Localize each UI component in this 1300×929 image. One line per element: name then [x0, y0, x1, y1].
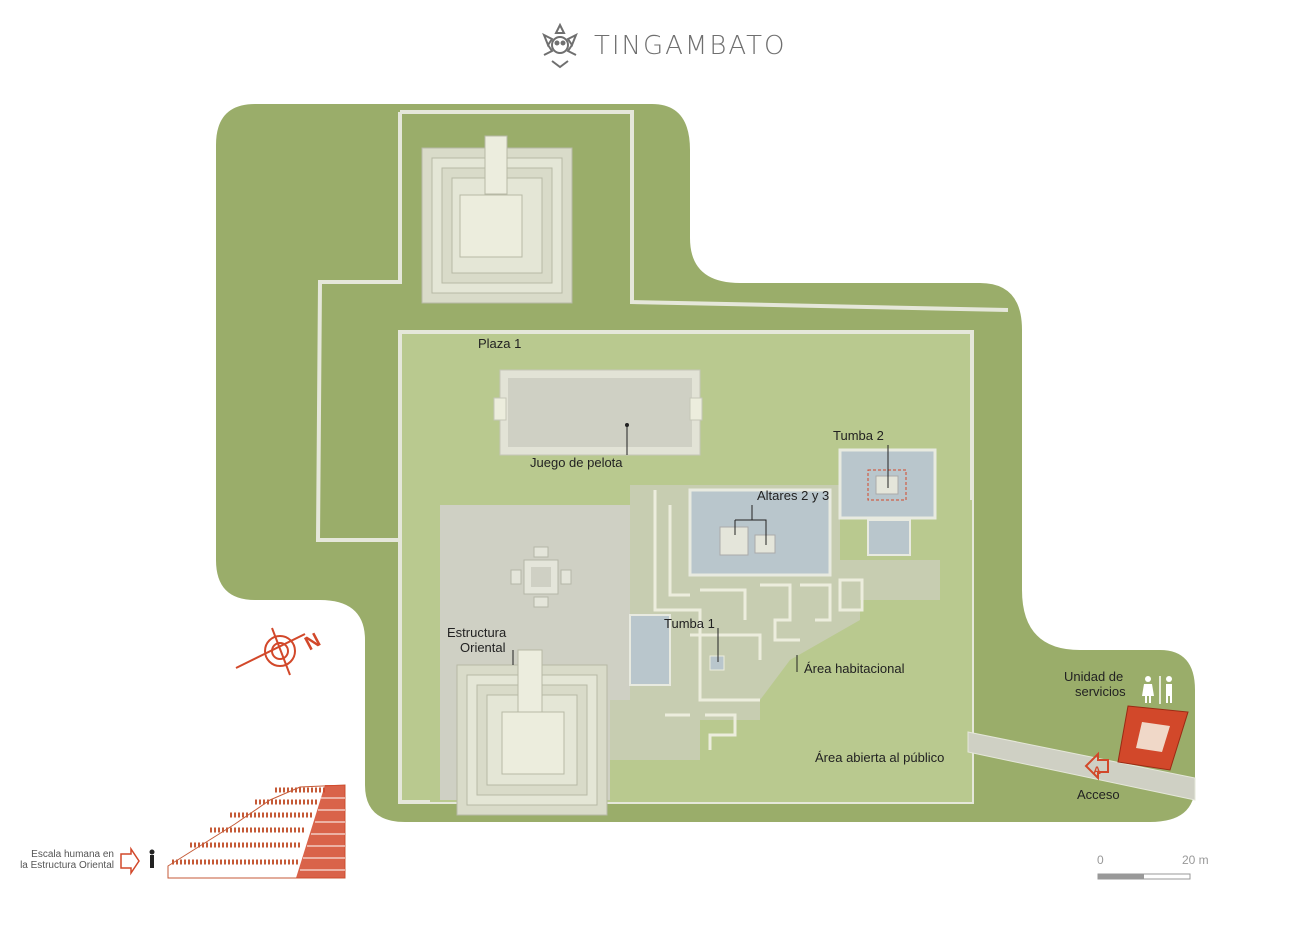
human-scale-line2: la Estructura Oriental: [20, 860, 114, 871]
tumba-2-structure: [838, 445, 937, 556]
compass-north-letter: N: [301, 629, 324, 655]
scale-start-label: 0: [1097, 853, 1104, 867]
label-estructura-line2: Oriental: [460, 640, 506, 655]
estructura-oriental-pyramid: [456, 649, 608, 816]
tingambato-logo-icon: [542, 22, 578, 69]
label-estructura-line1: Estructura: [447, 625, 507, 640]
label-unidad-line2: servicios: [1075, 684, 1126, 699]
human-scale-line1: Escala humana en: [31, 849, 114, 860]
upper-pyramid: [421, 135, 573, 304]
label-area-habitacional: Área habitacional: [804, 661, 905, 676]
label-acceso: Acceso: [1077, 787, 1120, 802]
label-juego-de-pelota: Juego de pelota: [530, 455, 623, 470]
habitational-walls: [653, 490, 864, 750]
access-marker-letter: A: [1093, 765, 1101, 777]
label-area-abierta: Área abierta al público: [815, 750, 944, 765]
altares-enclosure: [688, 488, 832, 577]
label-unidad-line1: Unidad de: [1064, 669, 1123, 684]
restroom-icon: [1142, 676, 1172, 704]
label-tumba-1: Tumba 1: [664, 616, 715, 631]
human-scale-pyramid: [167, 784, 346, 879]
scale-end-label: 20 m: [1182, 853, 1209, 867]
header: TINGAMBATO: [538, 18, 787, 74]
label-tumba-2: Tumba 2: [833, 428, 884, 443]
arrow-right-icon: [120, 846, 140, 876]
service-unit: [1117, 705, 1189, 771]
access-marker-icon: [1084, 751, 1109, 781]
page-title: TINGAMBATO: [594, 31, 787, 61]
human-figure-icon: [149, 849, 155, 868]
ball-court: [493, 369, 703, 456]
scale-bar: [1097, 873, 1191, 880]
compass-icon: [235, 627, 306, 676]
label-altares: Altares 2 y 3: [757, 488, 829, 503]
label-plaza-1: Plaza 1: [478, 336, 521, 351]
